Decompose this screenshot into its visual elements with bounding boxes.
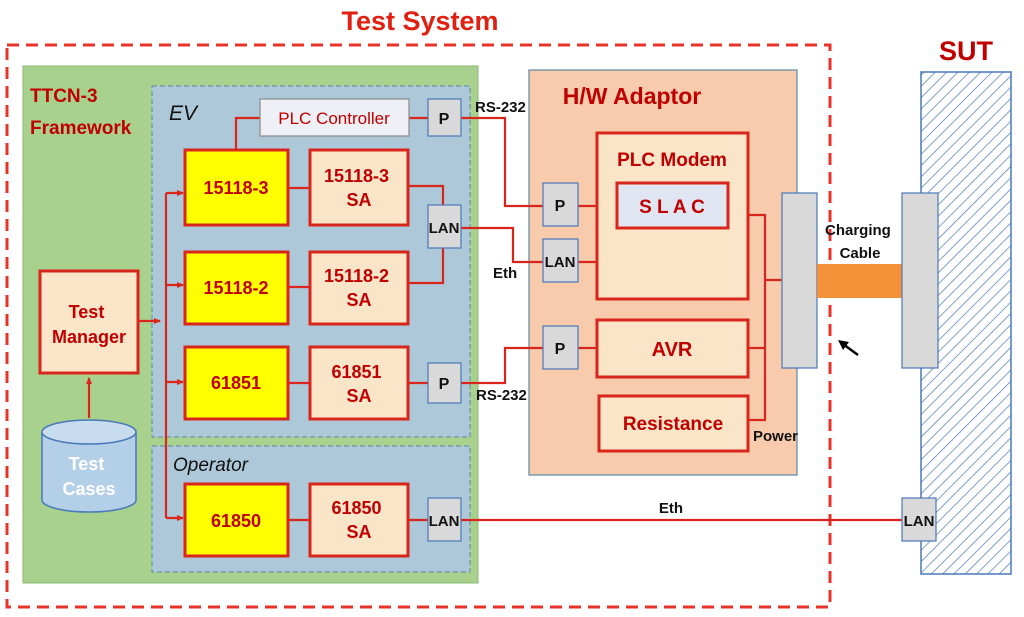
box-61850-label: 61850 <box>211 511 261 531</box>
framework-label: TTCN-3 Framework <box>30 86 132 139</box>
ev-port-lan <box>427 204 462 249</box>
ev-port-p-61851 <box>427 362 462 404</box>
adaptor-title: H/W Adaptor <box>563 83 701 109</box>
test-manager-label: Test Manager <box>52 302 126 347</box>
box-15118-2-sa <box>308 250 410 326</box>
sut-port-lan-label: LAN <box>904 513 935 530</box>
adaptor-port-p1-label: P <box>555 198 566 215</box>
pointer-arrow-icon <box>838 340 859 357</box>
test-system-border <box>5 43 832 609</box>
box-15118-3 <box>183 148 290 227</box>
avr-box <box>595 318 750 379</box>
box-61851 <box>183 345 290 421</box>
box-61850-sa-label: 61850 SA <box>331 498 386 542</box>
adaptor-port-lan-label: LAN <box>545 254 576 271</box>
box-61851-sa-label: 61851 SA <box>331 362 386 406</box>
power-label: Power <box>753 428 798 445</box>
adaptor-port-p1 <box>542 182 579 227</box>
box-15118-2-sa-label: 15118-2 SA <box>324 266 394 310</box>
ev-port-lan-label: LAN <box>429 220 460 237</box>
box-15118-2 <box>183 250 290 326</box>
plc-controller-label: PLC Controller <box>278 109 390 128</box>
charging-cable-label: Charging Cable <box>825 222 895 262</box>
adaptor-port-p2-label: P <box>555 341 566 358</box>
adaptor-port-lan <box>542 238 579 283</box>
box-61851-sa <box>308 345 410 421</box>
plc-controller-box <box>259 98 410 137</box>
rs232-top-label: RS-232 <box>475 99 526 116</box>
box-15118-2-label: 15118-2 <box>203 278 268 298</box>
eth-bottom-label: Eth <box>659 500 683 517</box>
rs232-bottom-label: RS-232 <box>476 387 527 404</box>
ev-port-p-top <box>427 98 462 137</box>
resistance-box <box>597 394 750 453</box>
box-15118-3-label: 15118-3 <box>203 178 268 198</box>
ev-label: EV <box>169 102 199 125</box>
charging-cable <box>817 264 903 298</box>
box-15118-3-sa <box>308 148 410 227</box>
sut-connector <box>901 192 939 369</box>
test-system-title: Test System <box>341 6 498 36</box>
operator-label: Operator <box>173 455 249 476</box>
avr-label: AVR <box>652 339 693 361</box>
operator-port-lan-label: LAN <box>429 513 460 530</box>
test-manager-box <box>38 269 140 375</box>
operator-port-lan <box>427 497 462 542</box>
box-15118-3-sa-label: 15118-3 SA <box>324 166 394 210</box>
resistance-label: Resistance <box>623 414 723 435</box>
sut-title: SUT <box>939 36 994 66</box>
box-61851-label: 61851 <box>211 373 261 393</box>
test-cases-label: Test Cases <box>62 454 115 499</box>
slac-box <box>615 181 730 230</box>
eth-mid-label: Eth <box>493 265 517 282</box>
test-cases-cylinder <box>41 419 137 513</box>
box-61850-sa <box>308 482 410 558</box>
box-61850 <box>183 482 290 558</box>
adaptor-connector <box>781 192 818 369</box>
ev-port-p-top-label: P <box>439 111 450 128</box>
ev-port-p-61851-label: P <box>439 376 450 393</box>
adaptor-port-p2 <box>542 325 579 370</box>
slac-label: S L A C <box>639 197 705 218</box>
sut-port-lan <box>901 497 937 542</box>
plc-modem-label: PLC Modem <box>617 150 727 171</box>
